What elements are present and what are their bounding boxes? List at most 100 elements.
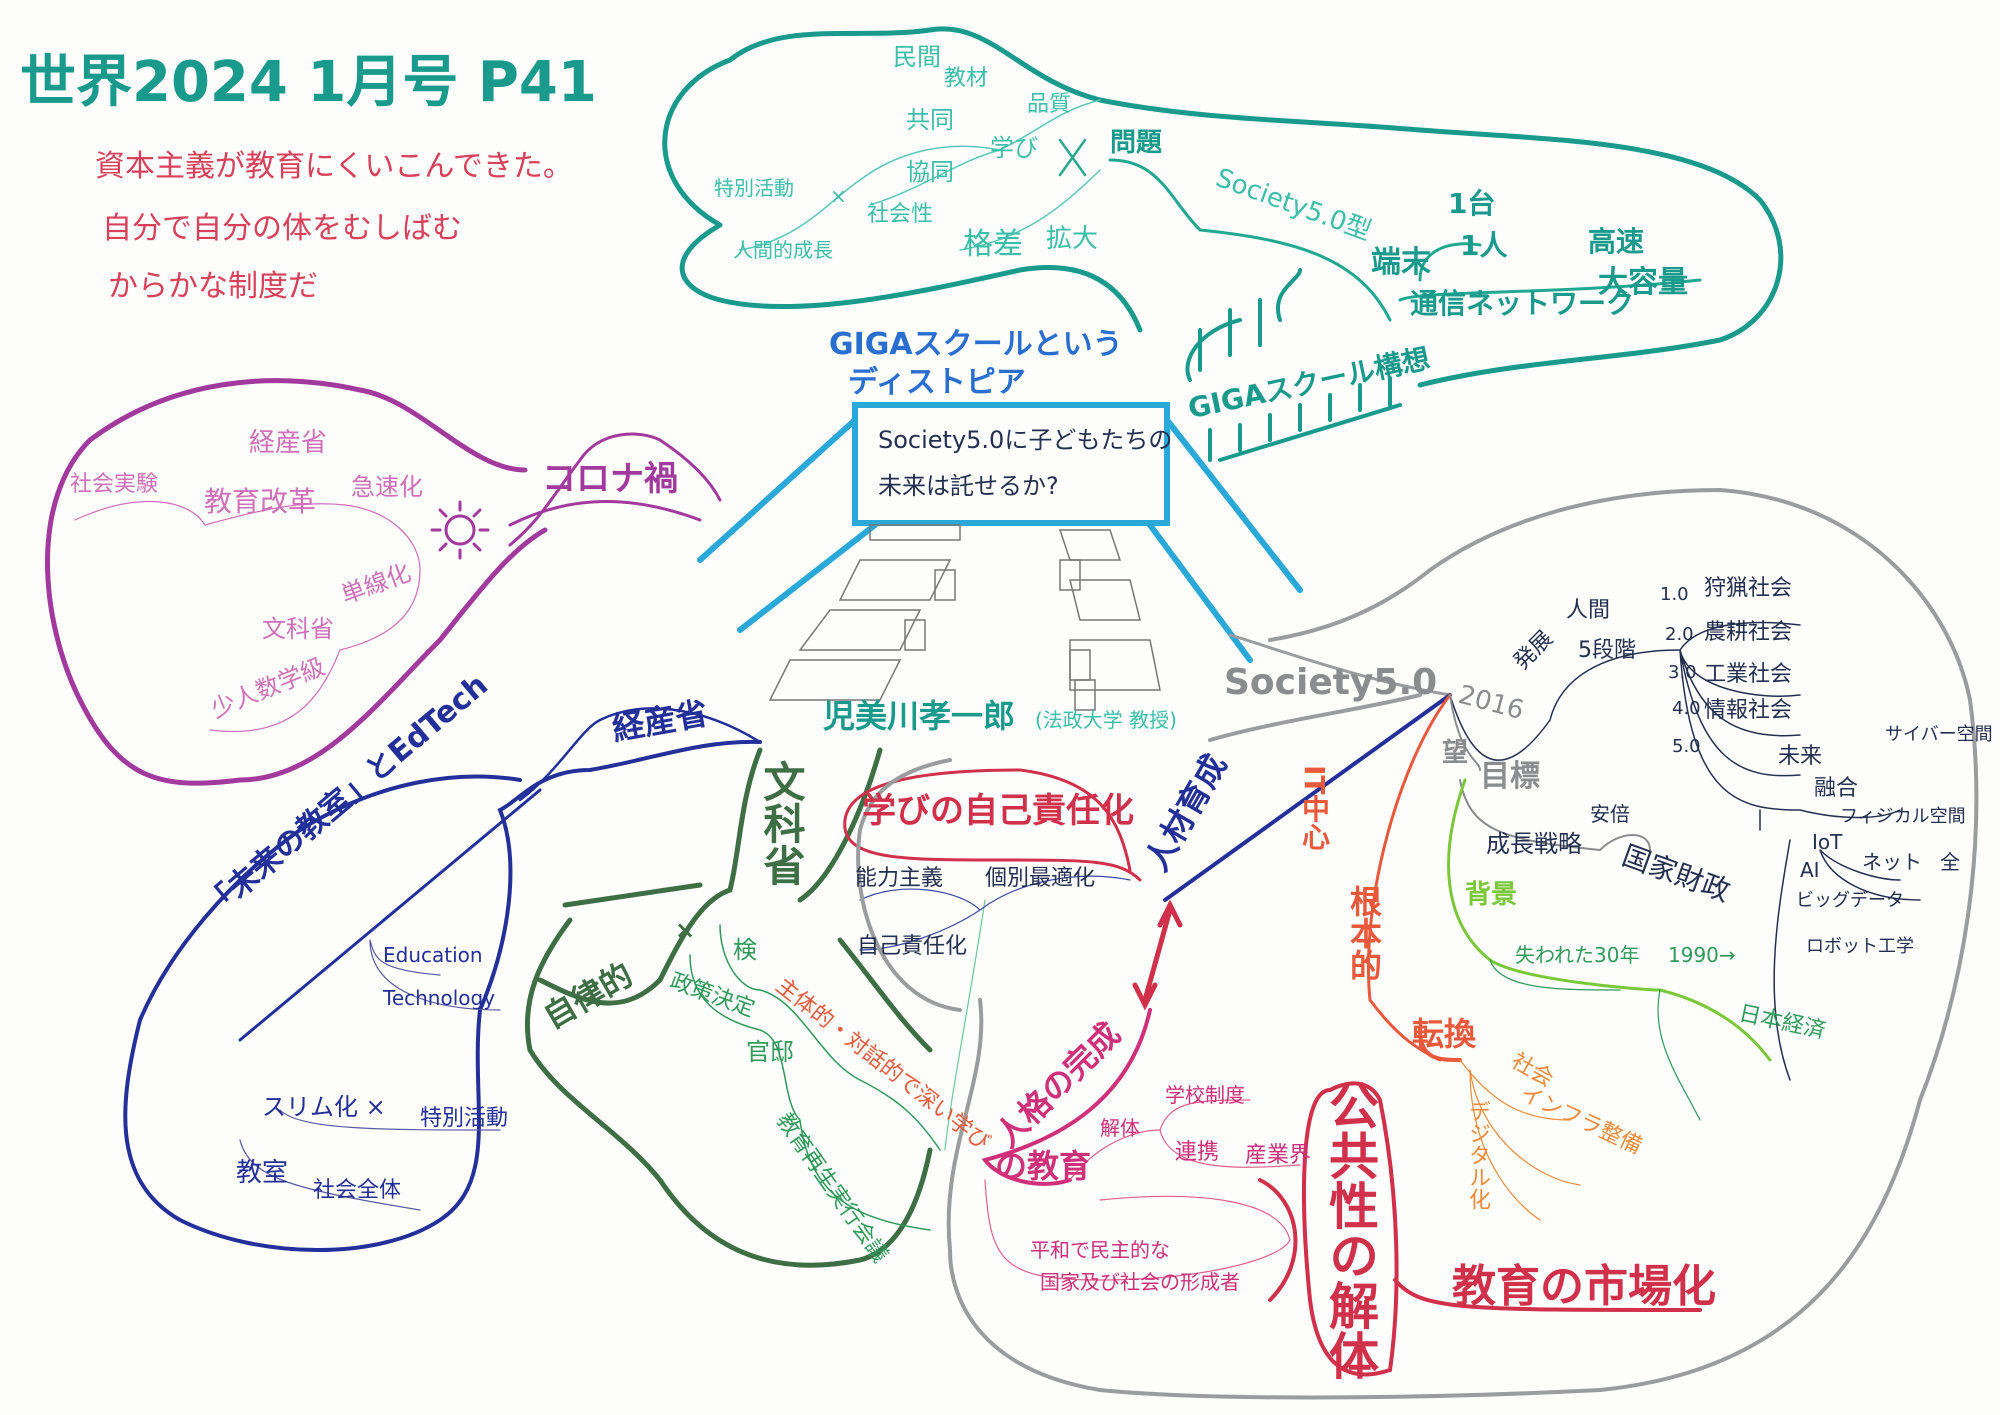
node-ningen: 人間的成長	[733, 238, 833, 262]
responsibility-balloon	[843, 768, 1142, 882]
page-title: 世界2024 1月号 P41	[20, 50, 597, 115]
author-affiliation: (法政大学 教授)	[1035, 708, 1177, 732]
node-for-edu: の教育	[995, 1147, 1092, 1185]
corona-node: 社会実験	[70, 472, 159, 497]
society-cloud-outline	[856, 487, 1979, 1400]
node-dismantle: 解体	[1100, 1116, 1140, 1140]
node-fundamental: 根本的	[1345, 885, 1383, 981]
headline-line1: GIGAスクールという	[829, 327, 1123, 362]
node-school-system: 学校制度	[1165, 1083, 1245, 1107]
responsibility-label: 学びの自己責任化	[862, 791, 1134, 831]
note-line: 自分で自分の体をむしばむ	[102, 211, 462, 246]
screen-text-line1: Society5.0に子どもたちの	[878, 426, 1173, 454]
node-individual: 個別最適化	[985, 866, 1096, 891]
node-human: 人間	[1566, 598, 1611, 623]
node-capacity: 大容量	[1598, 265, 1688, 300]
level-name: 農耕社会	[1704, 620, 1793, 645]
node-background: 背景	[1465, 880, 1518, 910]
node-1990: 1990→	[1668, 943, 1736, 967]
node-ai: AI	[1800, 858, 1820, 882]
node-education: Education	[383, 943, 483, 967]
node-inspect: 検	[733, 936, 757, 964]
public-balloon	[1258, 1081, 1702, 1377]
peace-line1: 平和で民主的な	[1030, 1238, 1170, 1262]
node-bigdata: ビッグデータ	[1796, 890, 1904, 911]
node-stages: 5段階	[1578, 638, 1636, 663]
node-tokubetsu: 特別活動	[714, 176, 794, 200]
node-society-all: 社会全体	[313, 1178, 402, 1203]
node-robot: ロボット工学	[1806, 936, 1914, 957]
double-arrow	[1132, 899, 1183, 1011]
node-minkan: 民間	[893, 43, 941, 71]
screen-frame	[852, 402, 1170, 526]
level-num: 5.0	[1672, 736, 1701, 757]
corona-node: 文科省	[262, 615, 334, 643]
node-abe: 安倍	[1590, 802, 1630, 826]
node-lost30: 失われた30年	[1515, 943, 1640, 967]
level-name: 狩猟社会	[1704, 576, 1793, 601]
public-dismantle: 公共性の解体	[1321, 1080, 1379, 1380]
headline-line2: ディストピア	[848, 365, 1026, 400]
teal-cloud-outline	[662, 26, 1784, 388]
corona-cloud-outline	[45, 378, 548, 786]
node-industry: 産業界	[1245, 1143, 1312, 1168]
node-device: 端末	[1371, 245, 1431, 280]
node-cross: ×	[675, 916, 696, 944]
node-cyber: サイバー空間	[1885, 724, 1993, 745]
mext-branch	[524, 747, 933, 1268]
node-cross: ×	[830, 184, 847, 208]
screen-text-line2: 未来は託せるか?	[878, 472, 1059, 500]
classroom-sketch	[768, 524, 1161, 711]
node-technology: Technology	[383, 986, 496, 1010]
node-iot: IoT	[1812, 830, 1843, 854]
node-kakusa: 格差	[963, 227, 1023, 262]
node-kyodo2: 協同	[906, 158, 954, 186]
node-future: 未来	[1778, 744, 1823, 769]
note-line: 資本主義が教育にくいこんできた。	[95, 149, 573, 184]
node-kakudai: 拡大	[1046, 224, 1099, 254]
note-line: からかな制度だ	[108, 269, 318, 304]
node-network: 通信ネットワーク	[1410, 287, 1635, 320]
node-physical: フィジカル空間	[1840, 806, 1966, 827]
node-shift: 転換	[1412, 1015, 1477, 1053]
node-goal: 目標	[1480, 759, 1540, 794]
level-num: 3.0	[1668, 662, 1697, 683]
virus-icon	[430, 500, 490, 560]
node-meritocracy: 能力主義	[855, 866, 944, 891]
node-growth: 成長戦略	[1486, 830, 1582, 858]
level-name: 情報社会	[1704, 698, 1793, 723]
corona-node: 経産省	[249, 428, 328, 458]
meti-cloud-outline	[123, 739, 762, 1252]
node-slim: スリム化 ×	[262, 1093, 386, 1121]
level-num: 4.0	[1672, 698, 1701, 719]
level-num: 2.0	[1665, 624, 1694, 645]
node-shakaisei: 社会性	[867, 202, 934, 227]
corona-label: コロナ禍	[542, 459, 678, 499]
branch-mondai: 問題	[1110, 128, 1163, 158]
node-self-resp: 自己責任化	[857, 934, 968, 959]
mext-label: 文科省	[757, 760, 806, 886]
node-kyozai: 教材	[944, 66, 989, 91]
corona-node: 教育改革	[204, 485, 317, 518]
level-name: 工業社会	[1704, 662, 1793, 687]
node-net: ネット	[1862, 850, 1922, 874]
node-cooperation: 連携	[1175, 1140, 1220, 1165]
node-digital: デジタル化	[1465, 1100, 1490, 1210]
node-hope: 望	[1442, 738, 1469, 768]
node-all: 全	[1940, 850, 1960, 874]
education-market: 教育の市場化	[1452, 1261, 1716, 1312]
node-fusion: 融合	[1814, 776, 1859, 801]
society5-label: Society5.0	[1224, 662, 1438, 703]
level-num: 1.0	[1660, 584, 1689, 605]
node-special: 特別活動	[420, 1106, 509, 1131]
node-fast: 高速	[1588, 225, 1645, 258]
node-kyodo: 共同	[906, 106, 954, 134]
node-one-unit: 1台	[1448, 187, 1496, 220]
node-one-person: 1人	[1460, 229, 1508, 262]
node-classroom: 教室	[236, 1158, 289, 1188]
node-hinshitsu: 品質	[1027, 92, 1072, 117]
corona-node: 急速化	[351, 473, 423, 501]
node-manabi: 学び	[990, 134, 1038, 162]
